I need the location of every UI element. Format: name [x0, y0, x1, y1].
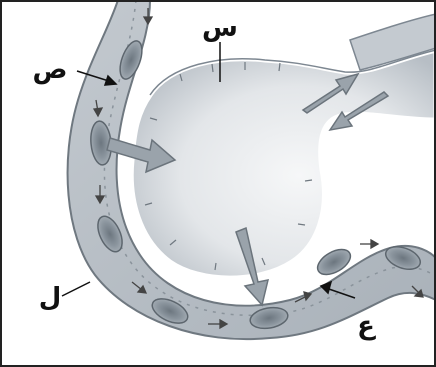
label-lam: ل	[39, 283, 62, 313]
label-ayn: ع	[357, 311, 376, 341]
label-sad: ص	[33, 55, 68, 85]
label-sin: س	[202, 13, 238, 43]
